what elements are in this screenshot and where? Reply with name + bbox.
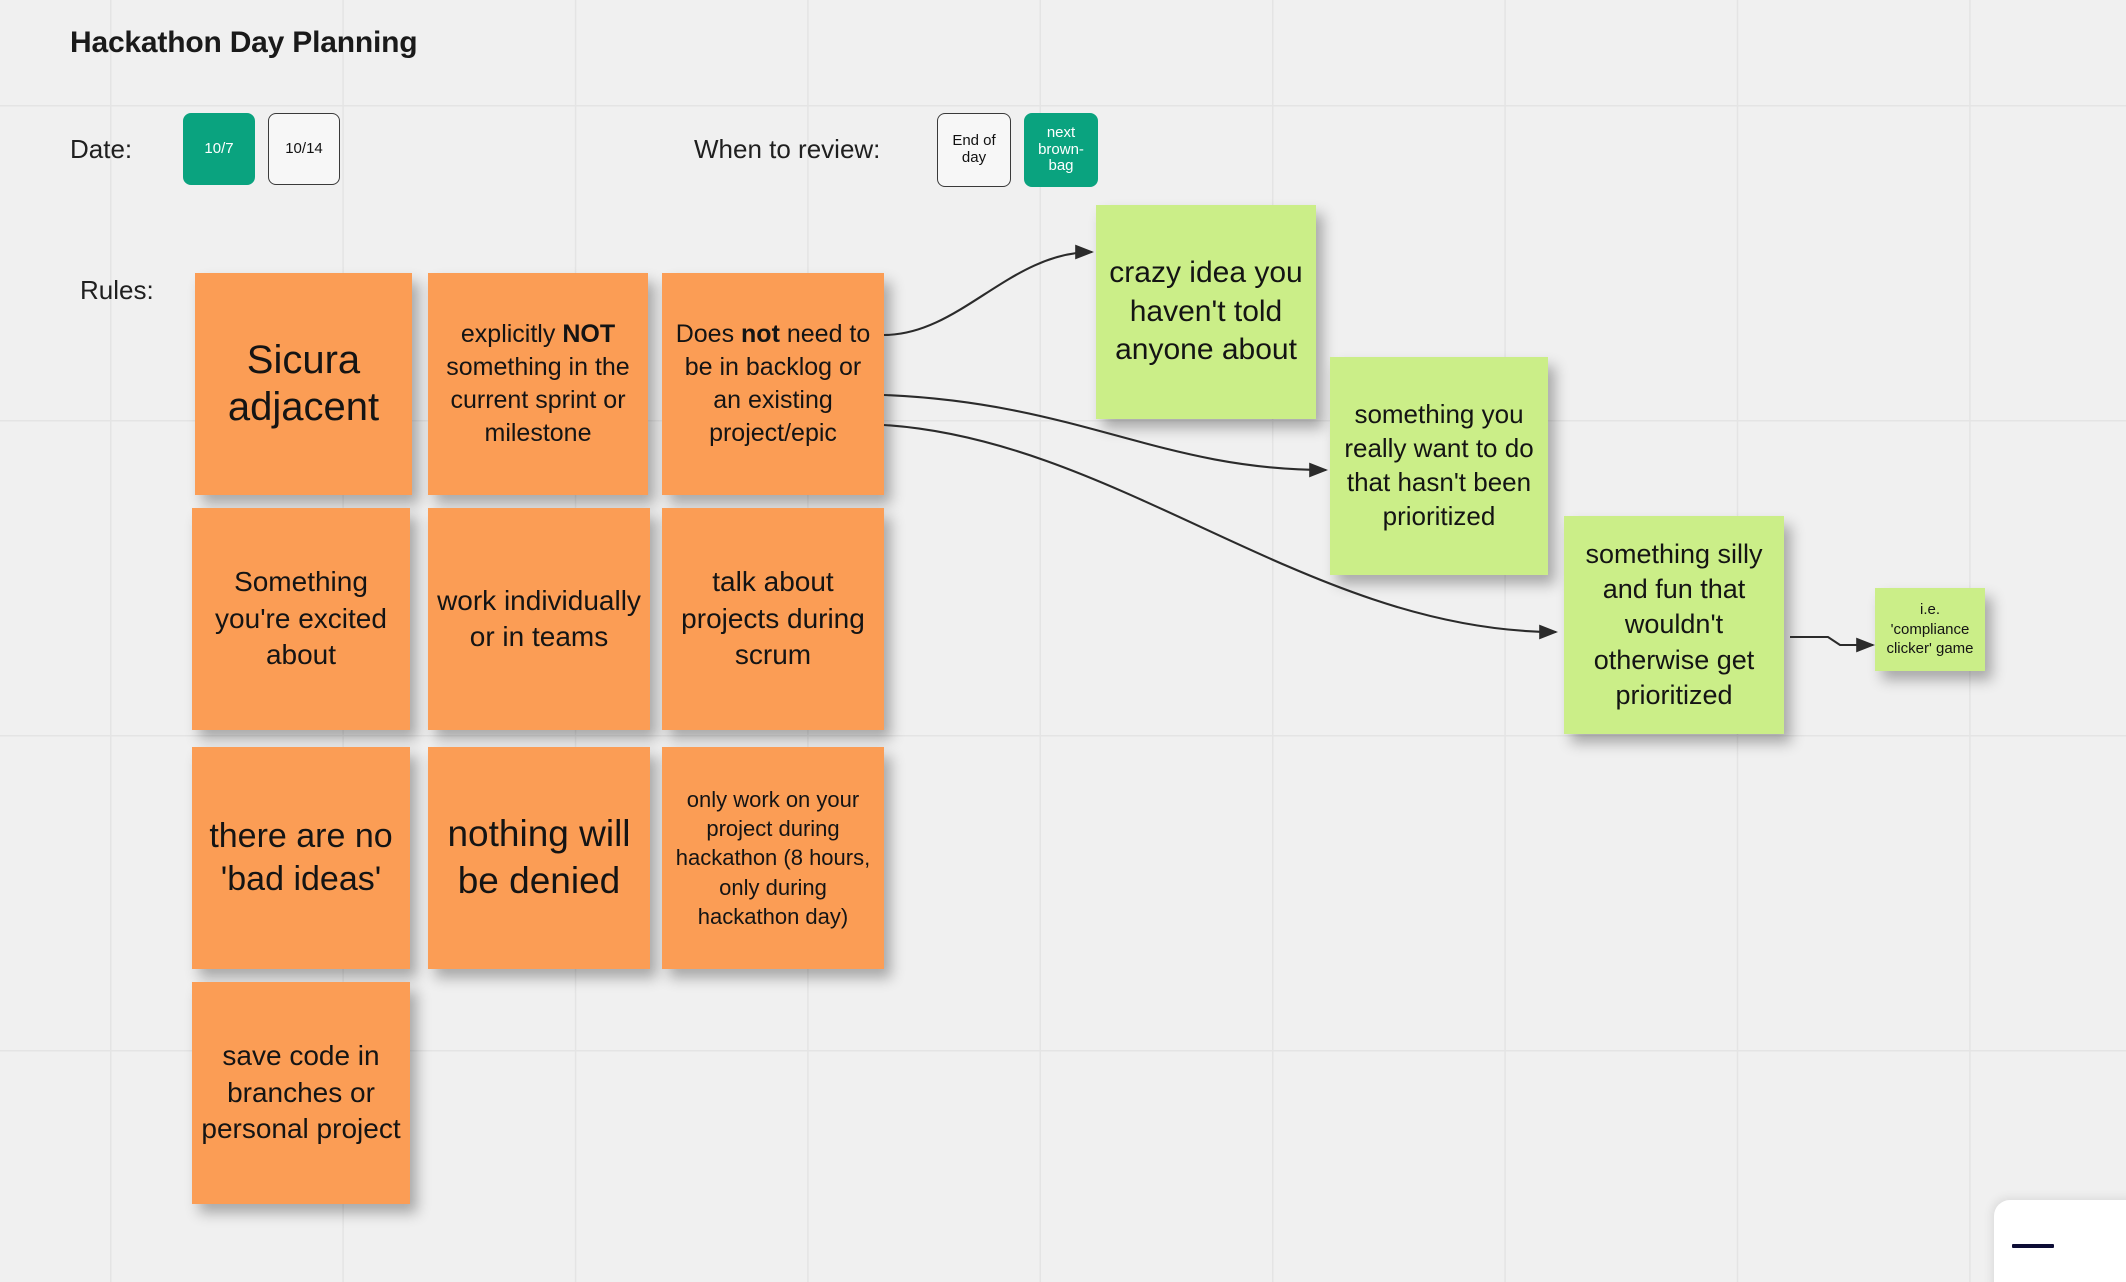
note-nothing-denied[interactable]: nothing will be denied [428,747,650,969]
note-text: save code in branches or personal projec… [201,1039,401,1145]
note-only-during-hackathon[interactable]: only work on your project during hackath… [662,747,884,969]
note-text: nothing will be denied [447,813,631,901]
review-option-end-of-day[interactable]: End of day [937,113,1011,187]
note-text: talk about projects during scrum [681,566,865,671]
note-text: only work on your project during hackath… [675,786,871,929]
note-not-in-backlog[interactable]: Does not need to be in backlog or an exi… [662,273,884,495]
date-option-10-7[interactable]: 10/7 [183,113,255,185]
connector-silly-fun-to-compliance [1790,635,1876,653]
note-compliance-clicker[interactable]: i.e. 'compliance clicker' game [1875,588,1985,671]
note-explicitly-not-current-sprint[interactable]: explicitly NOT something in the current … [428,273,648,495]
minimize-panel[interactable] [1994,1200,2126,1282]
note-text: explicitly NOT something in the current … [446,319,630,448]
note-text: work individually or in teams [437,584,641,652]
note-save-code-branches[interactable]: save code in branches or personal projec… [192,982,410,1204]
note-text: something you really want to do that has… [1344,399,1534,531]
note-text: Does not need to be in backlog or an exi… [675,319,871,448]
note-text: crazy idea you haven't told anyone about [1109,256,1303,367]
review-option-next-brown-bag[interactable]: next brown-bag [1024,113,1098,187]
rules-label: Rules: [80,275,154,305]
connector-backlog-to-crazy-idea [883,244,1095,337]
page-title: Hackathon Day Planning [70,26,418,59]
when-to-review-label: When to review: [694,134,881,164]
date-label: Date: [70,134,133,164]
note-really-want-to-do[interactable]: something you really want to do that has… [1330,357,1548,575]
note-text: there are no 'bad ideas' [209,817,393,898]
minimize-icon[interactable] [2012,1244,2054,1248]
note-no-bad-ideas[interactable]: there are no 'bad ideas' [192,747,410,969]
note-something-excited-about[interactable]: Something you're excited about [192,508,410,730]
note-work-individually-or-teams[interactable]: work individually or in teams [428,508,650,730]
note-text: something silly and fun that wouldn't ot… [1585,539,1763,710]
note-text: Something you're excited about [215,566,387,671]
note-text: i.e. 'compliance clicker' game [1886,601,1974,658]
note-silly-and-fun[interactable]: something silly and fun that wouldn't ot… [1564,516,1784,734]
note-text: Sicura adjacent [227,337,380,429]
date-option-10-14[interactable]: 10/14 [268,113,340,185]
note-talk-during-scrum[interactable]: talk about projects during scrum [662,508,884,730]
note-sicura-adjacent[interactable]: Sicura adjacent [195,273,412,495]
note-crazy-idea[interactable]: crazy idea you haven't told anyone about [1096,205,1316,419]
